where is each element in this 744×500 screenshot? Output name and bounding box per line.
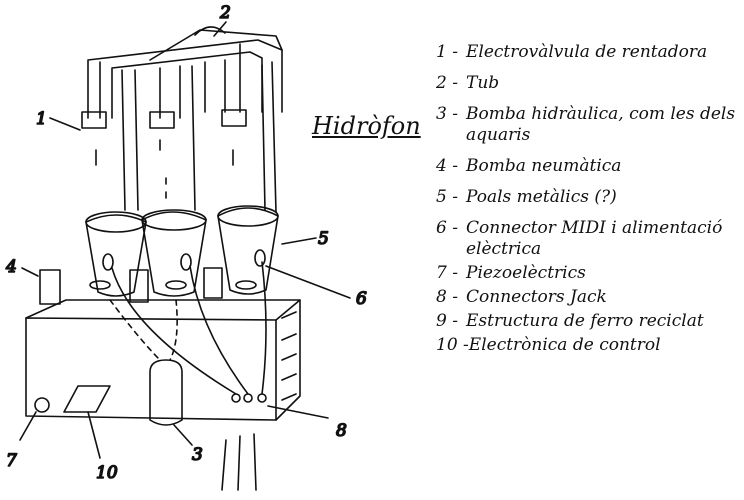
legend-number: 4 - [436, 156, 458, 176]
legend-text: Poals metàlics (?) [466, 187, 617, 207]
legend-text: Estructura de ferro reciclat [466, 311, 704, 331]
legend-text: Piezoelèctrics [466, 263, 586, 283]
callout-1: 1 [36, 109, 47, 129]
callout-10: 10 [96, 463, 118, 483]
legend-number: 8 - [436, 287, 458, 307]
callout-7: 6 [356, 289, 367, 309]
legend-text: Tub [466, 73, 500, 93]
legend-number: 3 - [436, 104, 458, 124]
legend-item: 2 - Tub [436, 73, 736, 94]
legend-item: 4 - Bomba neumàtica [436, 156, 736, 177]
legend-item: 9 - Estructura de ferro reciclat [436, 311, 736, 332]
legend: 1 - Electrovàlvula de rentadora 2 - Tub 3 … [436, 42, 736, 359]
legend-text: Bomba neumàtica [466, 156, 622, 176]
legend-item: 10 -Electrònica de control [436, 335, 736, 356]
callout-8: 8 [336, 421, 347, 441]
legend-number: 2 - [436, 73, 458, 93]
legend-item: 5 - Poals metàlics (?) [436, 187, 736, 208]
buckets [85, 205, 279, 297]
legend-text: Electrovàlvula de rentadora [466, 42, 708, 62]
legend-text: Bomba hidràulica, com les dels aquaris [466, 104, 736, 145]
legend-number: 6 - [436, 218, 458, 238]
legend-number: 10 - [436, 335, 469, 355]
callout-5: 5 [318, 229, 329, 249]
callout-6: 7 [6, 451, 17, 471]
pneumatic-pumps [39, 267, 223, 305]
legend-text: Electrònica de control [468, 335, 661, 355]
legend-text: Connectors Jack [466, 287, 607, 307]
tube-frame [81, 26, 283, 213]
legend-number: 7 - [436, 263, 458, 283]
diagram-title: Hidròfon [312, 112, 421, 140]
callout-2: 2 [219, 3, 231, 23]
legend-item: 3 - Bomba hidràulica, com les dels aquari… [436, 104, 736, 146]
legend-number: 9 - [436, 311, 458, 331]
legend-number: 5 - [436, 187, 458, 207]
legend-item: 6 - Connector MIDI i alimentació elèctric… [436, 218, 736, 260]
callouts: 1 2 3 4 5 6 7 8 10 [4, 2, 368, 484]
legend-item: 7 - Piezoelèctrics [436, 263, 736, 284]
callout-3: 3 [192, 445, 203, 465]
legend-item: 8 - Connectors Jack [436, 287, 736, 308]
legend-text: Connector MIDI i alimentació elèctrica [466, 218, 723, 259]
callout-4: 4 [5, 257, 17, 277]
base-box [25, 261, 301, 491]
legend-number: 1 - [436, 42, 458, 62]
legend-item: 1 - Electrovàlvula de rentadora [436, 42, 736, 63]
